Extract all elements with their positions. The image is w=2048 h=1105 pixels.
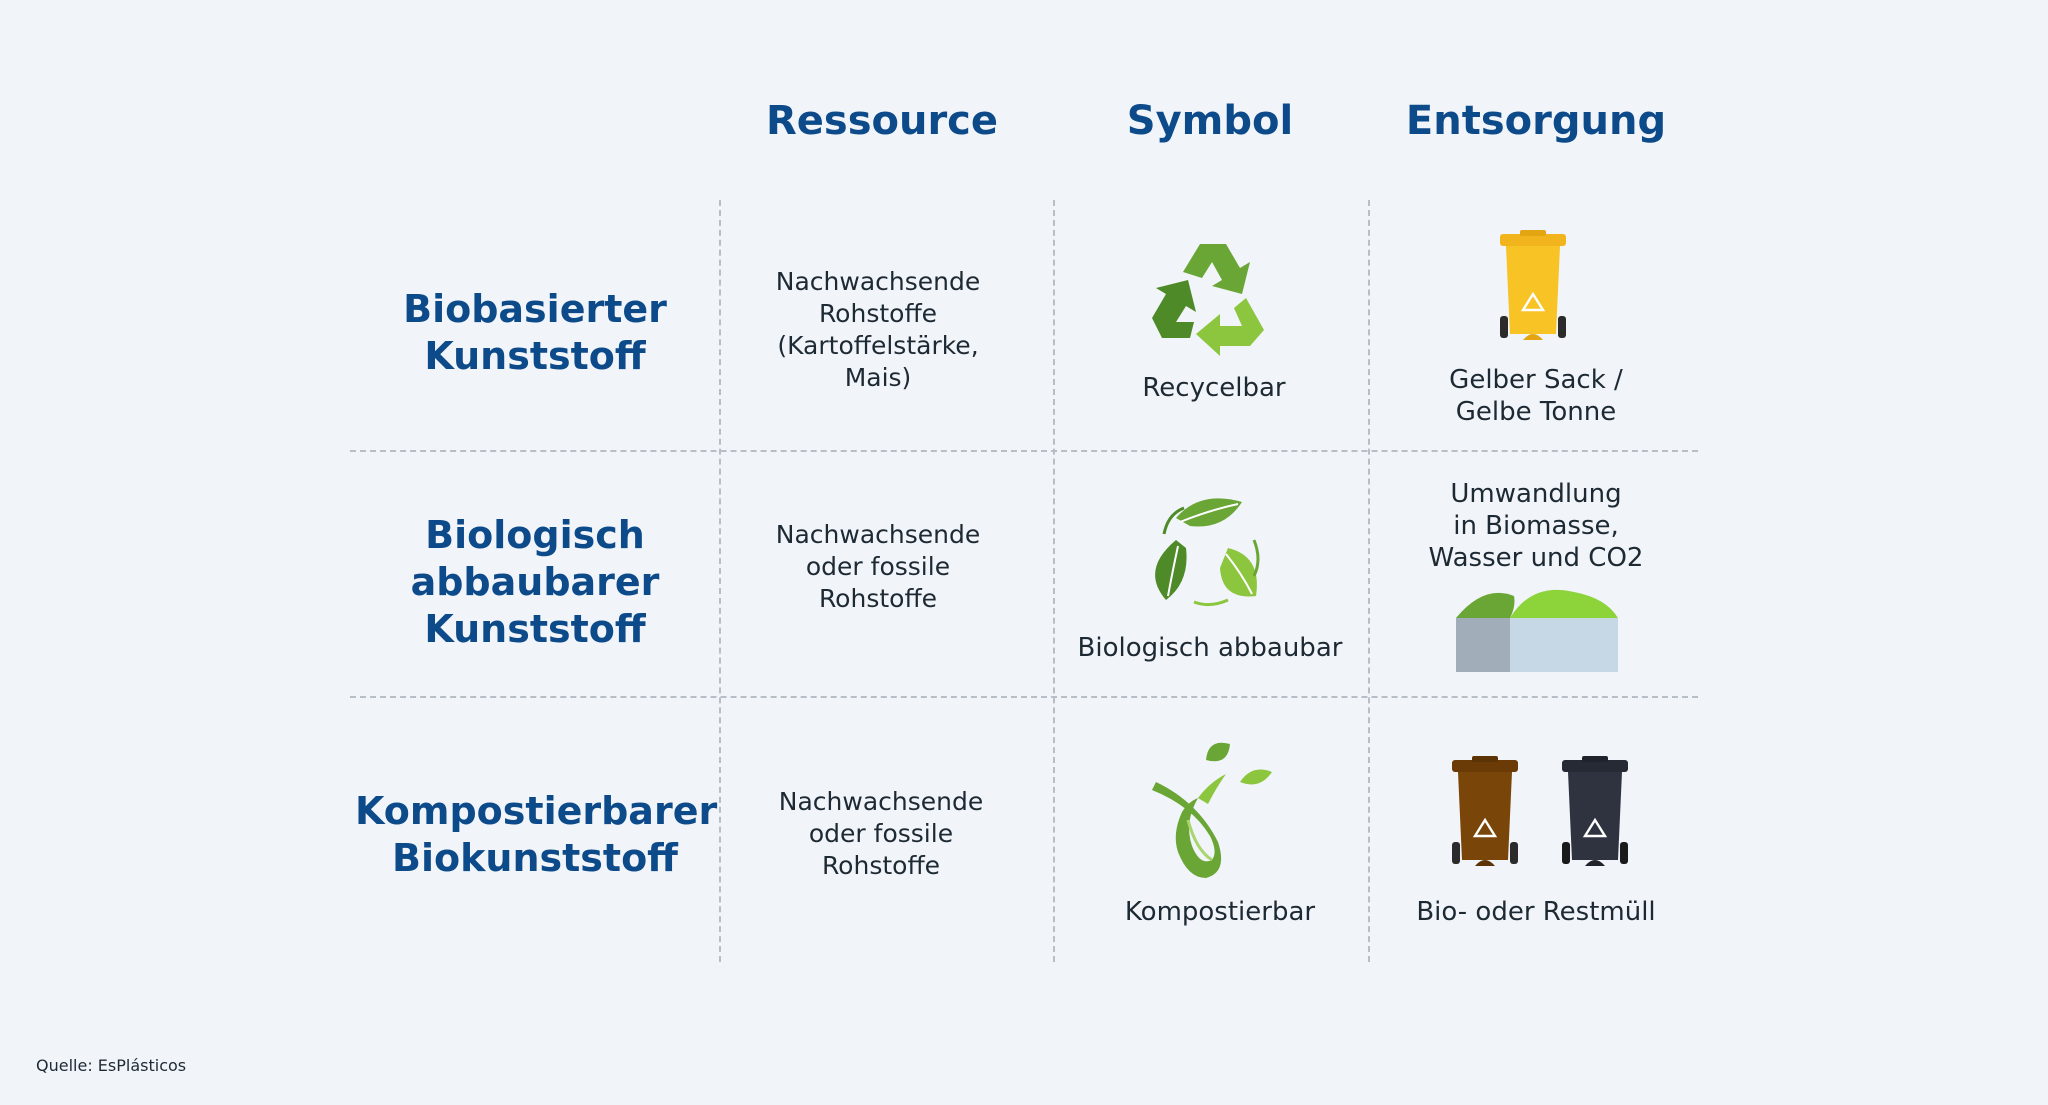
row-header-biobased: Biobasierter Kunststoff: [355, 286, 715, 380]
disposal-text: Gelber Sack / Gelbe Tonne: [1449, 365, 1623, 427]
resource-text: Nachwachsende oder fossile Rohstoffe: [778, 787, 984, 880]
grid-divider-vertical: [719, 200, 721, 962]
row-header-text: Kompostierbarer Biokunststoff: [355, 789, 718, 880]
symbol-label: Biologisch abbaubar: [1077, 633, 1343, 663]
column-header-resource: Ressource: [765, 98, 999, 144]
grid-divider-horizontal: [350, 450, 1698, 452]
row-header-text: Biologisch abbaubarer Kunststoff: [410, 513, 660, 651]
row-header-biodegradable: Biologisch abbaubarer Kunststoff: [355, 512, 715, 653]
brown-bin-icon: [1452, 756, 1518, 866]
column-header-disposal: Entsorgung: [1405, 98, 1667, 144]
resource-text: Nachwachsende oder fossile Rohstoffe: [775, 520, 981, 613]
seedling-icon: [1152, 742, 1272, 878]
grid-divider-vertical: [1368, 200, 1370, 962]
source-note: Quelle: EsPlásticos: [36, 1056, 187, 1075]
black-bin-icon: [1562, 756, 1628, 866]
yellow-bin-icon: [1500, 230, 1566, 340]
recycle-arrows-icon: [1152, 244, 1264, 356]
grid-divider-horizontal: [350, 696, 1698, 698]
row-header-compostable: Kompostierbarer Biokunststoff: [355, 788, 718, 882]
grid-divider-vertical: [1053, 200, 1055, 962]
biomass-block-icon: [1456, 589, 1618, 672]
column-header-symbol: Symbol: [1126, 98, 1294, 144]
leaves-cycle-icon: [1155, 498, 1260, 607]
symbol-label: Kompostierbar: [1124, 897, 1316, 927]
row-header-text: Biobasierter Kunststoff: [403, 287, 667, 378]
symbol-label: Recycelbar: [1142, 373, 1286, 403]
resource-text: Nachwachsende Rohstoffe (Kartoffelstärke…: [775, 267, 981, 392]
disposal-text: Bio- oder Restmüll: [1416, 897, 1656, 927]
disposal-text: Umwandlung in Biomasse, Wasser und CO2: [1428, 479, 1644, 573]
